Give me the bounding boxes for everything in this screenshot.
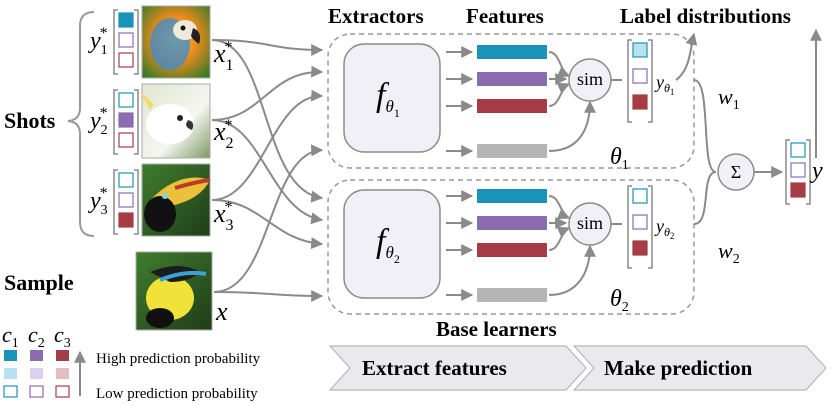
learner-output-y-1: yθ1 bbox=[654, 72, 674, 97]
shot-label-y-3: y3* bbox=[88, 185, 108, 218]
class-square-c2 bbox=[118, 112, 134, 128]
shot-label-y-1: y1* bbox=[88, 25, 108, 58]
class-square-c2 bbox=[632, 68, 648, 84]
learner-output-y-2: yθ2 bbox=[654, 216, 674, 241]
legend-class-label-c3: c3 bbox=[54, 322, 71, 351]
legend-low-text: Low prediction probability bbox=[96, 386, 258, 402]
feature-arrows bbox=[446, 46, 474, 301]
feature-bar-c2-learner1 bbox=[477, 72, 547, 86]
class-square-c1 bbox=[118, 172, 134, 188]
class-square-c2 bbox=[118, 192, 134, 208]
final-dist-bracket bbox=[785, 139, 811, 205]
shot-photo-parrot bbox=[141, 5, 211, 79]
header-features: Features bbox=[466, 4, 544, 28]
legend-low-swatch-c2 bbox=[29, 385, 44, 398]
label-dist-pointer-arrow bbox=[675, 32, 698, 81]
legend-mid-swatch-c2 bbox=[30, 368, 43, 379]
step-extract-chevron bbox=[328, 345, 587, 391]
class-square-c2 bbox=[790, 162, 806, 178]
sample-input-x: x bbox=[215, 297, 228, 326]
sample-photo-toucan bbox=[135, 251, 213, 331]
shot-input-x-3: x3* bbox=[213, 199, 234, 234]
label-shots: Shots bbox=[4, 108, 56, 133]
legend-high-text: High prediction probability bbox=[96, 351, 261, 367]
legend-swatches bbox=[3, 350, 70, 398]
shot-bracket-3 bbox=[113, 169, 139, 235]
sim-label-1: sim bbox=[577, 69, 603, 89]
class-square-c3 bbox=[118, 212, 134, 228]
final-label-distribution bbox=[785, 139, 811, 205]
learner-theta-2: θ2 bbox=[610, 286, 629, 315]
ensemble-weight-2: w2 bbox=[718, 238, 740, 267]
class-square-c2 bbox=[118, 32, 134, 48]
shot-photo-toucan bbox=[141, 163, 211, 237]
class-square-c1 bbox=[118, 92, 134, 108]
shot-photo-cockatoo bbox=[140, 83, 211, 159]
legend-high-swatch-c2 bbox=[30, 350, 43, 361]
shot-bracket-1 bbox=[113, 9, 139, 75]
aggregation-lines bbox=[693, 79, 717, 225]
base-learner-box-2 bbox=[327, 179, 695, 315]
header-base-learners: Base learners bbox=[436, 317, 557, 341]
learner-label-distributions bbox=[627, 39, 653, 269]
shot-input-x-1: x1* bbox=[213, 39, 234, 74]
class-square-c1 bbox=[632, 42, 648, 58]
input-arrows bbox=[211, 39, 324, 302]
class-square-c3 bbox=[118, 132, 134, 148]
feature-bar-c3-learner1 bbox=[477, 99, 547, 113]
shot-input-x-2: x2* bbox=[213, 117, 234, 152]
sum-symbol: Σ bbox=[731, 162, 741, 182]
header-extractors: Extractors bbox=[328, 4, 424, 28]
feature-bar-c2-learner2 bbox=[477, 216, 547, 230]
step-predict-chevron bbox=[572, 345, 827, 391]
legend-high-swatch-c3 bbox=[56, 350, 69, 361]
feature-bar-c1-learner1 bbox=[477, 45, 547, 59]
feature-bar-c3-learner2 bbox=[477, 243, 547, 257]
sim-label-2: sim bbox=[577, 213, 603, 233]
class-square-c1 bbox=[118, 12, 134, 28]
legend-mid-swatch-c1 bbox=[4, 368, 17, 379]
legend-low-swatch-c3 bbox=[55, 385, 70, 398]
class-square-c3 bbox=[632, 94, 648, 110]
shot-label-brackets bbox=[113, 9, 139, 235]
extractor-node-1 bbox=[343, 43, 441, 153]
feature-bar-query-learner2 bbox=[477, 288, 547, 302]
legend-high-swatch-c1 bbox=[4, 350, 17, 361]
class-square-c3 bbox=[632, 240, 648, 256]
learner-dist-1 bbox=[627, 39, 653, 123]
learner-theta-1: θ1 bbox=[610, 144, 629, 173]
class-square-c3 bbox=[118, 52, 134, 68]
sim-out-arrows bbox=[611, 79, 622, 225]
legend-low-swatch-c1 bbox=[3, 385, 18, 398]
header-label-distributions: Label distributions bbox=[620, 4, 791, 28]
learner-dist-2 bbox=[627, 185, 653, 269]
extractor-node-2 bbox=[343, 189, 441, 299]
output-y-label: y bbox=[810, 158, 823, 184]
class-square-c3 bbox=[790, 182, 806, 198]
ensemble-weight-1: w1 bbox=[718, 84, 740, 113]
class-square-c2 bbox=[632, 214, 648, 230]
sim-arrows bbox=[548, 51, 596, 296]
legend-class-label-c1: c1 bbox=[2, 322, 19, 351]
shot-label-y-2: y2* bbox=[88, 105, 108, 138]
legend-class-label-c2: c2 bbox=[28, 322, 45, 351]
step-extract-label: Extract features bbox=[362, 356, 507, 380]
step-predict-label: Make prediction bbox=[604, 356, 753, 380]
shots-brace bbox=[67, 11, 95, 237]
base-learner-box-1 bbox=[327, 33, 695, 169]
feature-bar-c1-learner2 bbox=[477, 189, 547, 203]
shot-bracket-2 bbox=[113, 89, 139, 155]
feature-bars bbox=[477, 45, 547, 302]
class-square-c1 bbox=[632, 188, 648, 204]
label-sample: Sample bbox=[4, 270, 74, 295]
legend-mid-swatch-c3 bbox=[56, 368, 69, 379]
feature-bar-query-learner1 bbox=[477, 144, 547, 158]
class-square-c1 bbox=[790, 142, 806, 158]
